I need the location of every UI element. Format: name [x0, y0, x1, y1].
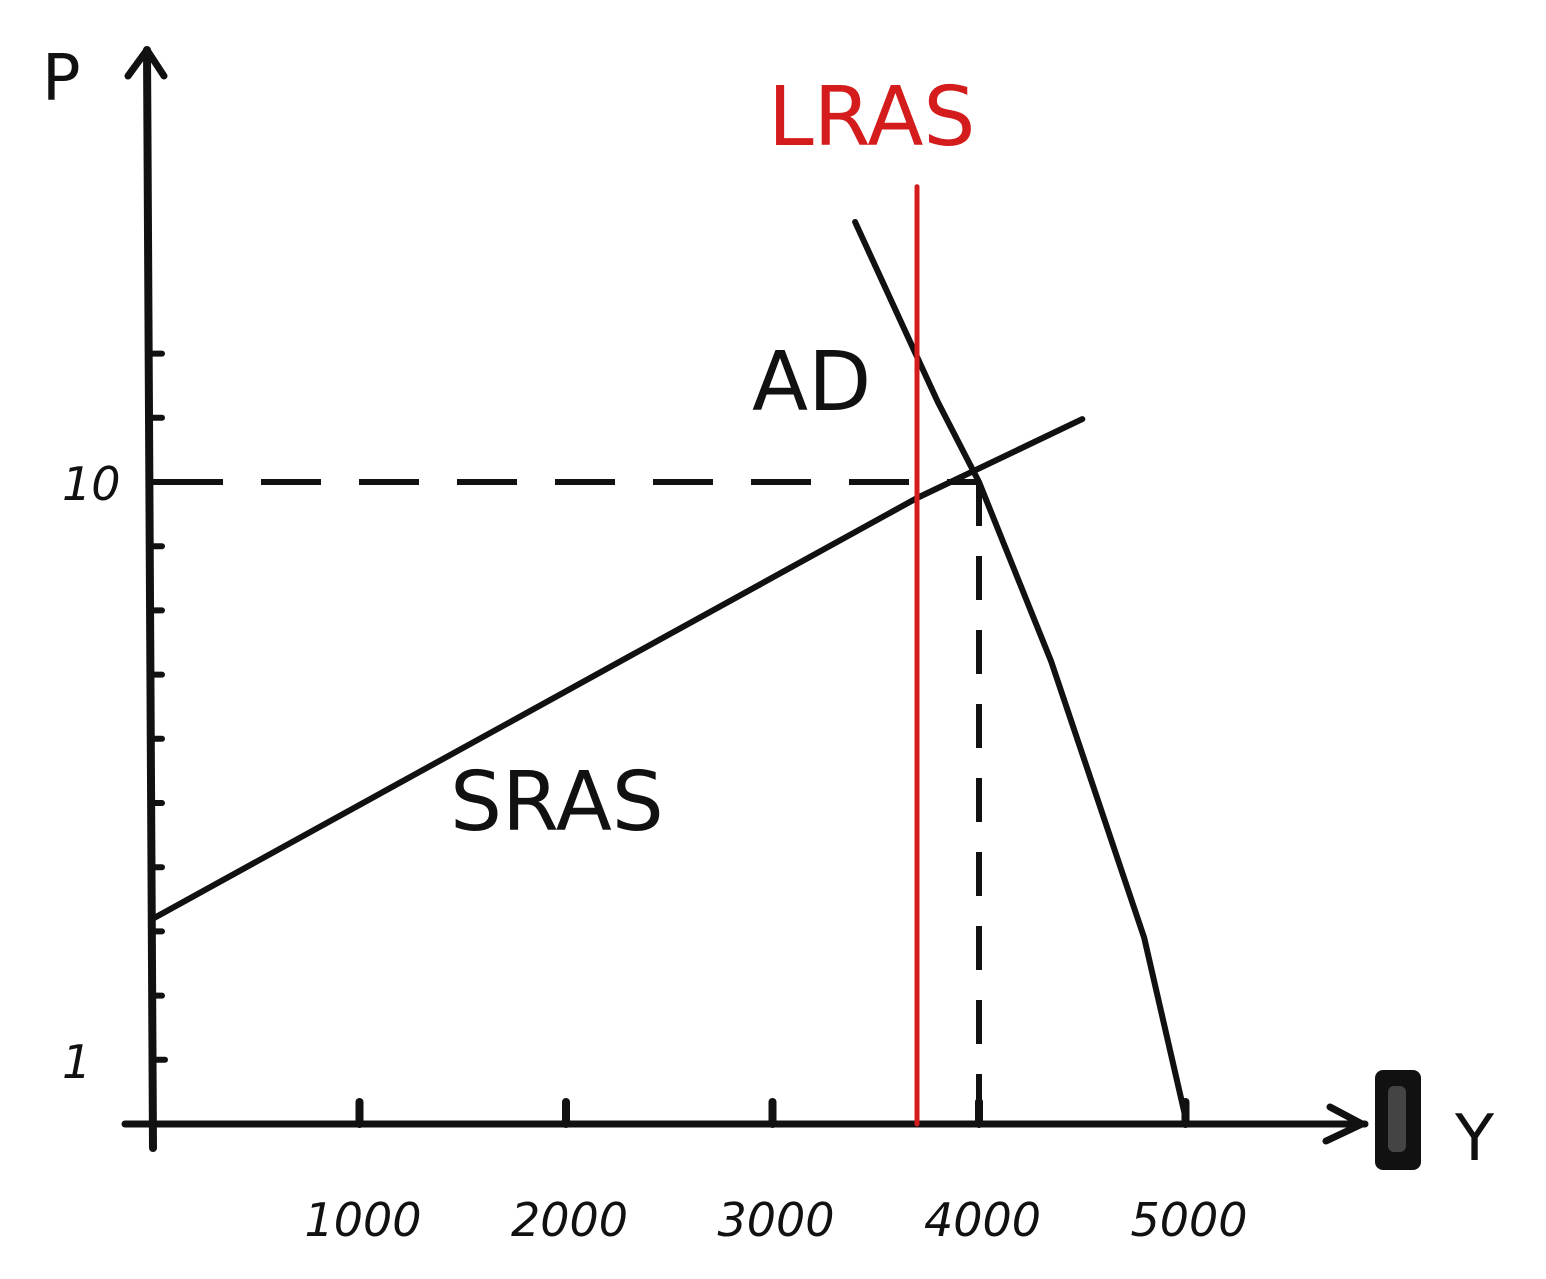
scribble-mark-inner [1388, 1086, 1406, 1152]
x-tick-label: 2000 [511, 1193, 628, 1247]
y-tick-label: 10 [62, 457, 121, 511]
x-tick-label: 4000 [924, 1193, 1041, 1247]
series-lines [150, 184, 1189, 1127]
x-tick-label: 1000 [305, 1193, 422, 1247]
lras-label: LRAS [768, 70, 975, 165]
x-axis-arrow-icon [1322, 1103, 1366, 1145]
x-tick-label: 5000 [1131, 1193, 1248, 1247]
x-tick-label: 3000 [718, 1193, 835, 1247]
x-axis-label: Y [1454, 1102, 1495, 1176]
y-axis [143, 46, 157, 1152]
sras-label: SRAS [450, 755, 664, 850]
y-axis-arrow-icon [124, 46, 168, 80]
y-tick-label: 1 [62, 1035, 91, 1089]
ticks: 1000 2000 3000 4000 5000 1 10 [62, 350, 1248, 1247]
guide-lines [163, 479, 982, 1124]
ad-label: AD [752, 335, 871, 430]
curve-labels: LRAS AD SRAS [450, 70, 975, 850]
axes: P Y [42, 42, 1495, 1176]
ad-curve [852, 219, 1189, 1121]
y-axis-label: P [42, 42, 81, 116]
